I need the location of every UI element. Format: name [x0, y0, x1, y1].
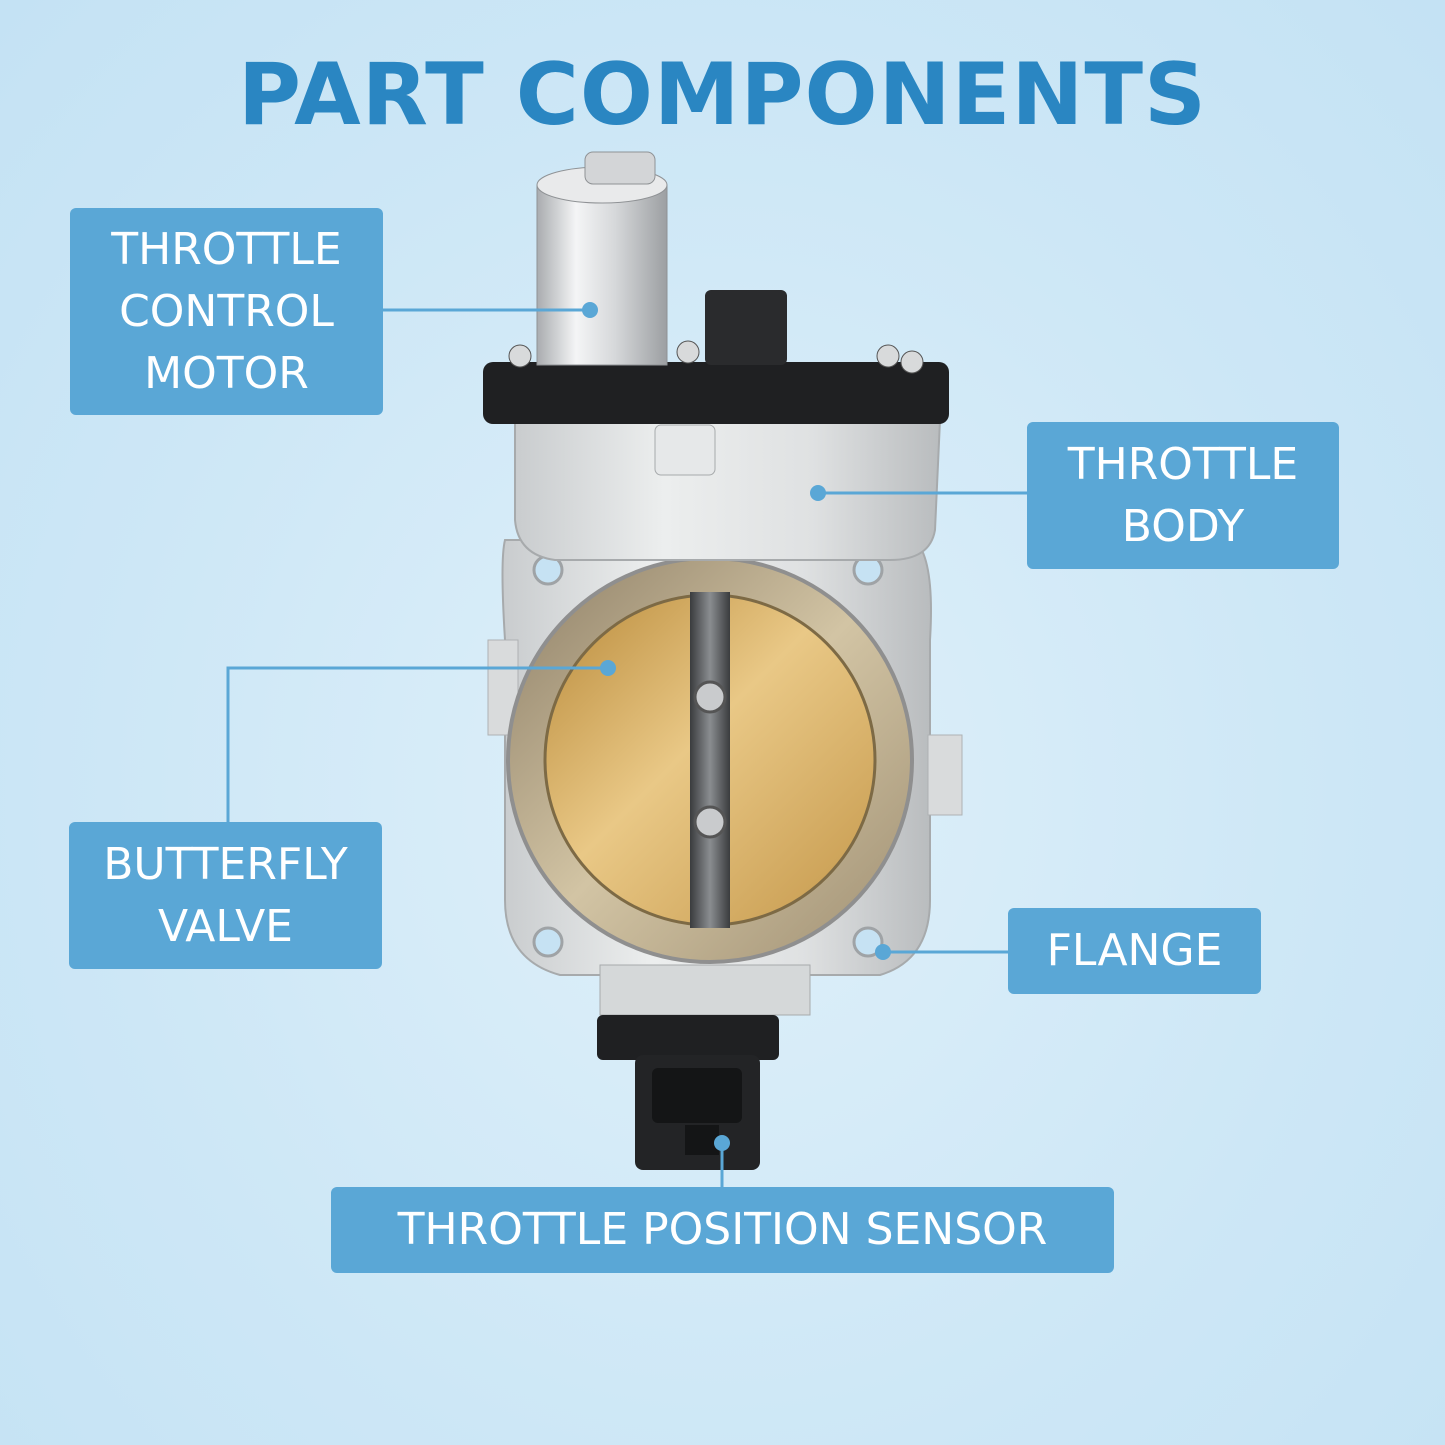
label-throttle-control-motor: THROTTLE CONTROL MOTOR	[70, 208, 383, 415]
leader-lines	[226, 308, 1027, 1187]
butterfly-valve-shape	[506, 556, 914, 964]
label-throttle-body: THROTTLE BODY	[1027, 422, 1339, 569]
throttle-body-shape	[514, 419, 942, 561]
label-throttle-position-sensor: THROTTLE POSITION SENSOR	[331, 1187, 1114, 1273]
label-butterfly-valve: BUTTERFLY VALVE	[69, 822, 382, 969]
throttle-control-motor-shape	[536, 151, 668, 366]
gasket-plate	[483, 290, 949, 424]
leader-dots	[582, 302, 891, 1151]
page-title: PART COMPONENTS	[238, 45, 1207, 145]
label-flange: FLANGE	[1008, 908, 1261, 994]
throttle-position-sensor-shape	[597, 964, 811, 1170]
